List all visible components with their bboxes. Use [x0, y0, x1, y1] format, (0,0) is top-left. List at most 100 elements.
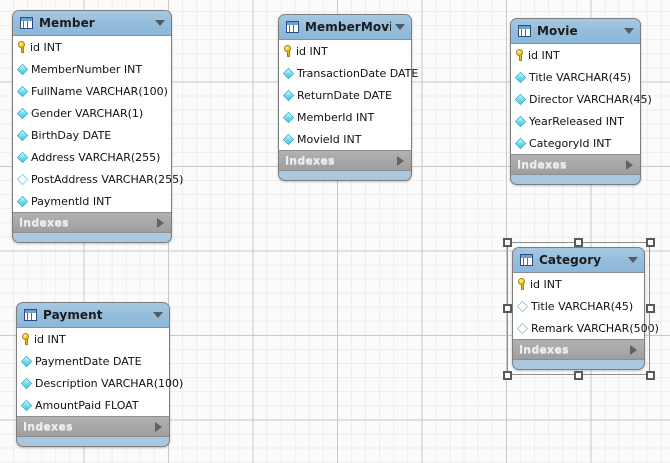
column-label: Gender VARCHAR(1): [31, 106, 144, 120]
chevron-right-icon[interactable]: [626, 159, 633, 170]
table-title-bar[interactable]: MemberMovie: [279, 15, 411, 39]
column-row[interactable]: id INT: [511, 44, 640, 66]
chevron-down-icon[interactable]: [155, 20, 165, 26]
table-icon: [520, 254, 533, 266]
column-row[interactable]: ReturnDate DATE: [279, 84, 411, 106]
column-row[interactable]: id INT: [513, 273, 644, 295]
column-row[interactable]: PostAddress VARCHAR(255): [13, 168, 183, 190]
column-label: MemberNumber INT: [31, 62, 143, 76]
resize-handle-se[interactable]: [645, 370, 655, 380]
resize-handle-s[interactable]: [574, 370, 583, 380]
diamond-filled-icon: [282, 133, 295, 145]
column-row[interactable]: id INT: [13, 36, 171, 58]
column-row[interactable]: MemberId INT: [279, 106, 411, 128]
table-name-label: Payment: [43, 308, 103, 322]
column-row[interactable]: id INT: [17, 328, 169, 350]
column-row[interactable]: Remark VARCHAR(500): [513, 317, 659, 339]
resize-handle-nw[interactable]: [502, 237, 512, 247]
indexes-label: Indexes: [23, 420, 73, 433]
table-name-label: Member: [39, 16, 95, 30]
diamond-filled-icon: [16, 129, 29, 141]
diamond-filled-icon: [282, 67, 295, 79]
diamond-filled-icon: [514, 137, 527, 149]
table-figure-member[interactable]: Member id INT MemberNumber INT FullName VAR…: [12, 10, 183, 243]
diamond-filled-icon: [514, 93, 527, 105]
column-row[interactable]: PaymentDate DATE: [17, 350, 169, 372]
column-row[interactable]: MemberNumber INT: [13, 58, 171, 80]
resize-handle-n[interactable]: [574, 237, 583, 247]
diamond-filled-icon: [16, 107, 29, 119]
column-row[interactable]: Director VARCHAR(45): [511, 88, 652, 110]
diamond-filled-icon: [20, 399, 33, 411]
table-title-bar[interactable]: Movie: [511, 19, 640, 43]
table-title-bar[interactable]: Payment: [17, 303, 169, 327]
chevron-down-icon[interactable]: [624, 28, 634, 34]
column-label: Remark VARCHAR(500): [531, 321, 659, 335]
chevron-down-icon[interactable]: [628, 257, 638, 263]
table-icon: [518, 25, 531, 37]
chevron-right-icon[interactable]: [630, 344, 637, 355]
column-row[interactable]: PaymentId INT: [13, 190, 171, 212]
resize-handle-ne[interactable]: [645, 237, 655, 247]
column-row[interactable]: Description VARCHAR(100): [17, 372, 183, 394]
column-label: MemberId INT: [297, 110, 375, 124]
column-label: id INT: [34, 332, 66, 346]
indexes-label: Indexes: [19, 216, 69, 229]
table-figure-payment[interactable]: Payment id INT PaymentDate DATE Description…: [16, 302, 183, 447]
column-row[interactable]: Gender VARCHAR(1): [13, 102, 171, 124]
table-title-bar[interactable]: Member: [13, 11, 171, 35]
indexes-section-header[interactable]: Indexes: [13, 213, 171, 233]
chevron-down-icon[interactable]: [395, 24, 405, 30]
column-row[interactable]: id INT: [279, 40, 411, 62]
indexes-label: Indexes: [285, 154, 335, 167]
indexes-section-header[interactable]: Indexes: [511, 155, 640, 175]
column-row[interactable]: FullName VARCHAR(100): [13, 80, 171, 102]
table-figure-membermovie[interactable]: MemberMovie id INT TransactionDate DATE Ret…: [278, 14, 418, 181]
resize-handle-e[interactable]: [645, 304, 655, 313]
column-row[interactable]: Title VARCHAR(45): [511, 66, 640, 88]
column-label: Title VARCHAR(45): [529, 70, 632, 84]
column-list: id INT MemberNumber INT FullName VARCHAR(1…: [13, 35, 183, 213]
indexes-section-header[interactable]: Indexes: [279, 151, 411, 171]
chevron-right-icon[interactable]: [155, 421, 162, 432]
chevron-right-icon[interactable]: [157, 217, 164, 228]
resize-handle-w[interactable]: [502, 304, 512, 313]
indexes-section-header[interactable]: Indexes: [513, 340, 644, 360]
column-list: id INT Title VARCHAR(45) Director VARCHAR(…: [511, 43, 652, 155]
table-icon: [286, 21, 299, 33]
column-row[interactable]: YearReleased INT: [511, 110, 640, 132]
column-label: id INT: [296, 44, 328, 58]
column-label: TransactionDate DATE: [297, 66, 419, 80]
column-row[interactable]: BirthDay DATE: [13, 124, 171, 146]
column-label: PaymentId INT: [31, 194, 112, 208]
column-list: id INT PaymentDate DATE Description VARCHA…: [17, 327, 183, 417]
column-row[interactable]: CategoryId INT: [511, 132, 640, 154]
column-label: Address VARCHAR(255): [31, 150, 161, 164]
diamond-filled-icon: [16, 195, 29, 207]
column-row[interactable]: TransactionDate DATE: [279, 62, 418, 84]
key-icon: [21, 333, 31, 345]
diamond-filled-icon: [16, 151, 29, 163]
chevron-down-icon[interactable]: [153, 312, 163, 318]
chevron-right-icon[interactable]: [397, 155, 404, 166]
column-row[interactable]: Address VARCHAR(255): [13, 146, 171, 168]
table-icon: [20, 17, 33, 29]
diamond-filled-icon: [514, 71, 527, 83]
column-row[interactable]: AmountPaid FLOAT: [17, 394, 169, 416]
column-row[interactable]: MovieId INT: [279, 128, 411, 150]
column-list: id INT TransactionDate DATE ReturnDate DAT…: [279, 39, 418, 151]
column-label: Description VARCHAR(100): [35, 376, 184, 390]
diamond-filled-icon: [282, 89, 295, 101]
column-row[interactable]: Title VARCHAR(45): [513, 295, 644, 317]
column-label: AmountPaid FLOAT: [35, 398, 139, 412]
diamond-filled-icon: [282, 111, 295, 123]
resize-handle-sw[interactable]: [502, 370, 512, 380]
table-name-label: MemberMovie: [305, 20, 391, 34]
table-title-bar[interactable]: Category: [513, 248, 644, 272]
diamond-filled-icon: [20, 355, 33, 367]
indexes-section-header[interactable]: Indexes: [17, 417, 169, 437]
